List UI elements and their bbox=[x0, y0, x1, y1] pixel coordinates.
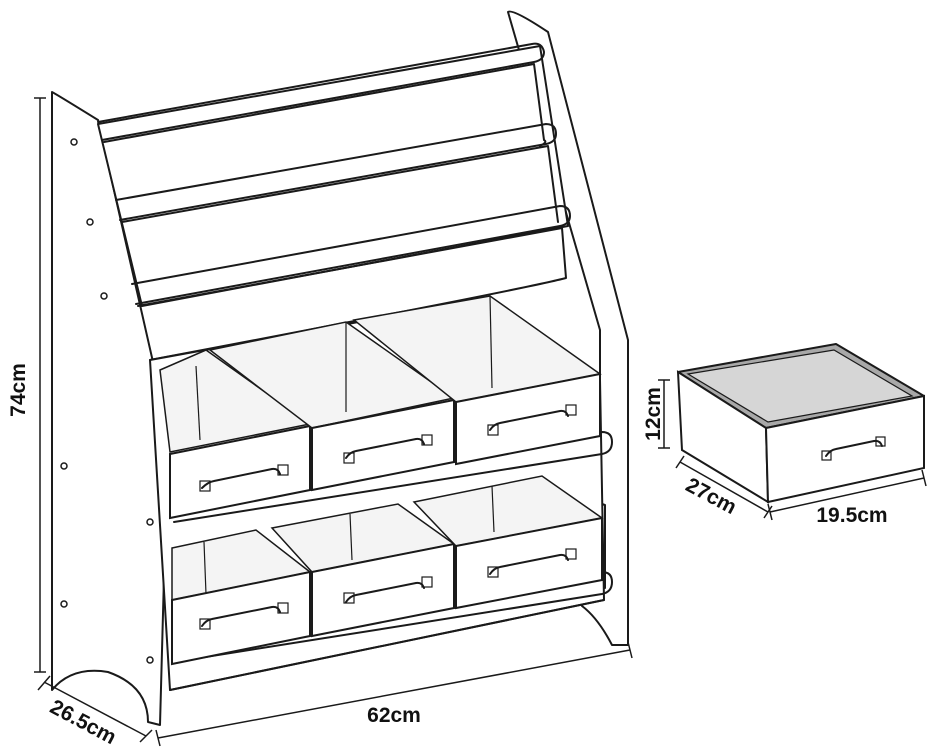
bin-upper-middle bbox=[208, 321, 456, 492]
bin-width-label: 19.5cm bbox=[816, 504, 887, 527]
sling-shelves bbox=[97, 42, 571, 361]
bin-detail bbox=[676, 343, 925, 504]
bin-lower-left bbox=[171, 529, 312, 666]
screw-icon bbox=[60, 462, 68, 470]
width-label: 62cm bbox=[367, 704, 421, 727]
width-dimension: 62cm bbox=[155, 641, 633, 747]
bin-lower-right bbox=[412, 475, 604, 610]
bin-height-dimension: 12cm bbox=[642, 379, 670, 449]
height-dimension: 74cm bbox=[7, 97, 46, 673]
screw-icon bbox=[146, 656, 154, 664]
bin-width-dimension: 19.5cm bbox=[767, 469, 927, 527]
left-side-panel bbox=[51, 91, 169, 726]
bin-upper-right bbox=[352, 295, 602, 466]
bin-upper-left bbox=[159, 349, 312, 520]
height-label: 74cm bbox=[7, 363, 30, 417]
screw-icon bbox=[100, 292, 108, 300]
bin-height-label: 12cm bbox=[642, 387, 665, 441]
screw-icon bbox=[146, 518, 154, 526]
screw-icon bbox=[70, 138, 78, 146]
bin-lower-middle bbox=[270, 503, 456, 638]
screw-icon bbox=[60, 600, 68, 608]
screw-icon bbox=[86, 218, 94, 226]
